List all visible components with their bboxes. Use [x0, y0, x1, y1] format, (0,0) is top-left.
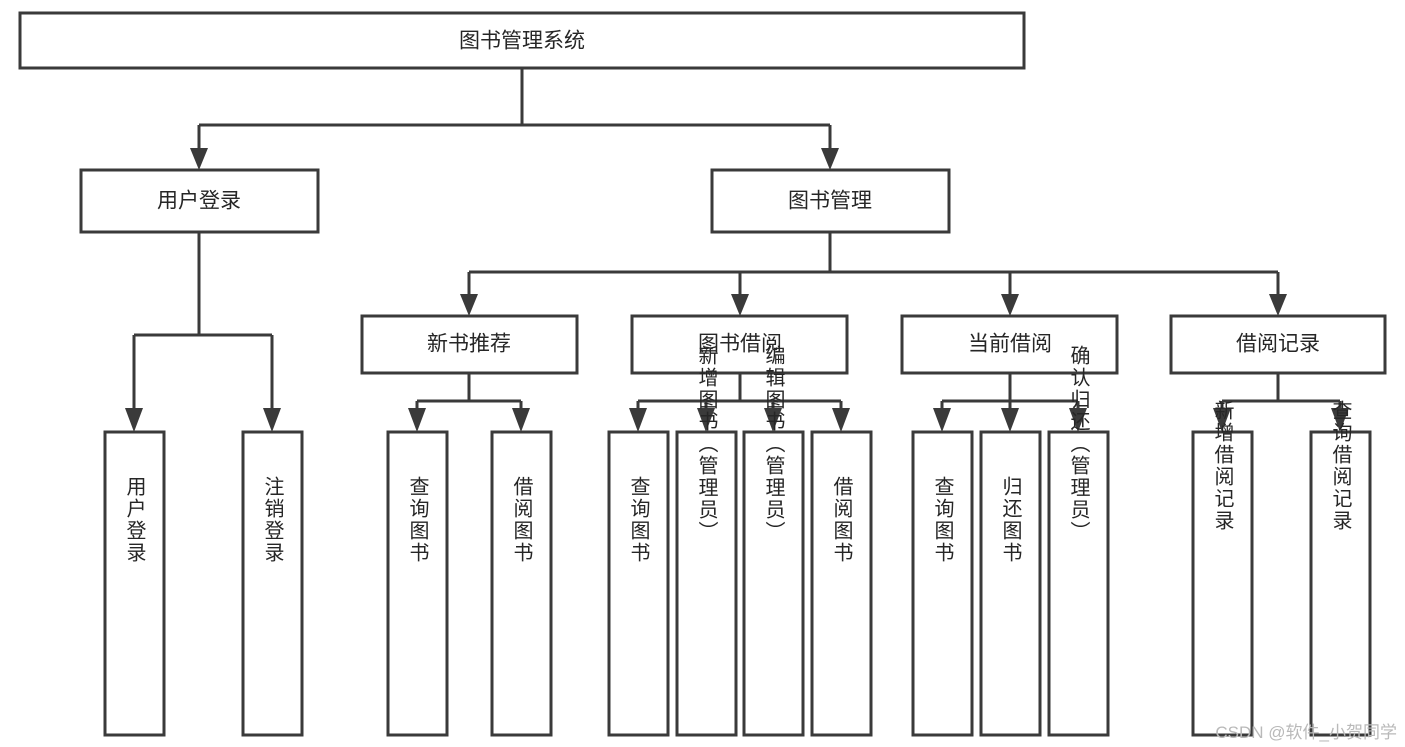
- leaf-user-login-logout-box: [241, 430, 304, 737]
- leaf-book-borrow-add-box: [675, 430, 738, 737]
- node-root-system[interactable]: 图书管理系统: [18, 11, 1026, 70]
- arrow-book-borrow-leaf2: [697, 408, 715, 432]
- arrow-user-login-leaf2: [263, 408, 281, 432]
- leaf-new-book-borrow-box: [490, 430, 553, 737]
- leaf-new-book-borrow-label: 借阅图书: [510, 476, 533, 564]
- connector-layer: [125, 68, 1349, 432]
- node-book-borrow[interactable]: 图书借阅: [630, 314, 849, 375]
- leaf-new-book-query-box: [386, 430, 449, 737]
- node-book-management[interactable]: 图书管理: [710, 168, 951, 234]
- leaf-borrow-record-add-label: 新增借阅记录: [1211, 400, 1234, 532]
- leaf-current-borrow-confirm-label: 确认归还（管理员）: [1067, 345, 1090, 543]
- arrow-to-current-borrow: [1001, 294, 1019, 316]
- leaf-book-borrow-query-box: [607, 430, 670, 737]
- arrow-current-borrow-leaf3: [1069, 408, 1087, 432]
- leaf-current-borrow-confirm-box: [1047, 430, 1110, 737]
- arrow-to-user-login: [190, 148, 208, 170]
- leaf-book-borrow-borrow-label: 借阅图书: [830, 476, 853, 564]
- arrow-book-borrow-leaf1: [629, 408, 647, 432]
- arrow-borrow-record-leaf2: [1331, 408, 1349, 432]
- leaf-book-borrow-borrow[interactable]: 借阅图书: [810, 430, 873, 737]
- node-new-book-recommend[interactable]: 新书推荐: [360, 314, 579, 375]
- leaf-user-login-logout-label: 注销登录: [261, 476, 284, 564]
- node-borrow-record-label: 借阅记录: [1236, 333, 1320, 356]
- arrow-current-borrow-leaf2: [1001, 408, 1019, 432]
- leaf-current-borrow-return-label: 归还图书: [999, 476, 1022, 564]
- node-borrow-record[interactable]: 借阅记录: [1169, 314, 1387, 375]
- leaf-current-borrow-query-label: 查询图书: [931, 476, 954, 564]
- arrow-new-book-leaf2: [512, 408, 530, 432]
- arrow-to-borrow-record: [1269, 294, 1287, 316]
- leaf-borrow-record-add[interactable]: 新增借阅记录: [1191, 400, 1254, 737]
- node-new-book-recommend-label: 新书推荐: [427, 333, 511, 356]
- node-book-management-box: [710, 168, 951, 234]
- leaf-book-borrow-query[interactable]: 查询图书: [607, 430, 670, 737]
- leaf-book-borrow-query-label: 查询图书: [627, 476, 650, 564]
- leaf-borrow-record-query-label: 查询借阅记录: [1329, 400, 1352, 532]
- arrow-current-borrow-leaf1: [933, 408, 951, 432]
- arrow-to-new-book: [460, 294, 478, 316]
- leaf-new-book-borrow[interactable]: 借阅图书: [490, 430, 553, 737]
- leaf-current-borrow-query[interactable]: 查询图书: [911, 430, 974, 737]
- node-user-login[interactable]: 用户登录: [79, 168, 320, 234]
- node-user-login-box: [79, 168, 320, 234]
- leaf-book-borrow-edit-box: [742, 430, 805, 737]
- arrow-user-login-leaf1: [125, 408, 143, 432]
- leaf-book-borrow-add-label: 新增图书（管理员）: [695, 345, 718, 543]
- leaf-current-borrow-return[interactable]: 归还图书: [979, 430, 1042, 737]
- leaf-new-book-query-label: 查询图书: [406, 476, 429, 564]
- leaf-user-login-logout[interactable]: 注销登录: [241, 430, 304, 737]
- arrow-to-book-mgmt: [821, 148, 839, 170]
- arrow-book-borrow-leaf4: [832, 408, 850, 432]
- arrow-new-book-leaf1: [408, 408, 426, 432]
- leaf-new-book-query[interactable]: 查询图书: [386, 430, 449, 737]
- node-current-borrow[interactable]: 当前借阅: [900, 314, 1119, 375]
- arrow-borrow-record-leaf1: [1213, 408, 1231, 432]
- leaf-borrow-record-query-box: [1309, 430, 1372, 737]
- leaf-current-borrow-query-box: [911, 430, 974, 737]
- leaf-book-borrow-edit[interactable]: 编辑图书（管理员）: [742, 345, 805, 737]
- leaf-user-login-login-box: [103, 430, 166, 737]
- node-borrow-record-box: [1169, 314, 1387, 375]
- node-user-login-label: 用户登录: [157, 190, 241, 213]
- node-current-borrow-label: 当前借阅: [968, 333, 1052, 356]
- leaf-user-login-login[interactable]: 用户登录: [103, 430, 166, 737]
- leaf-book-borrow-edit-label: 编辑图书（管理员）: [762, 345, 785, 543]
- leaf-book-borrow-borrow-box: [810, 430, 873, 737]
- node-root-label: 图书管理系统: [459, 30, 585, 53]
- arrow-to-book-borrow: [731, 294, 749, 316]
- node-current-borrow-box: [900, 314, 1119, 375]
- leaf-book-borrow-add[interactable]: 新增图书（管理员）: [675, 345, 738, 737]
- arrow-book-borrow-leaf3: [764, 408, 782, 432]
- leaf-borrow-record-query[interactable]: 查询借阅记录: [1309, 400, 1372, 737]
- node-book-borrow-label: 图书借阅: [698, 333, 782, 356]
- node-book-borrow-box: [630, 314, 849, 375]
- leaf-current-borrow-return-box: [979, 430, 1042, 737]
- node-root-box: [18, 11, 1026, 70]
- leaf-borrow-record-add-box: [1191, 430, 1254, 737]
- leaf-current-borrow-confirm[interactable]: 确认归还（管理员）: [1047, 345, 1110, 737]
- leaf-user-login-login-label: 用户登录: [123, 476, 146, 564]
- node-new-book-recommend-box: [360, 314, 579, 375]
- node-book-management-label: 图书管理: [788, 190, 872, 213]
